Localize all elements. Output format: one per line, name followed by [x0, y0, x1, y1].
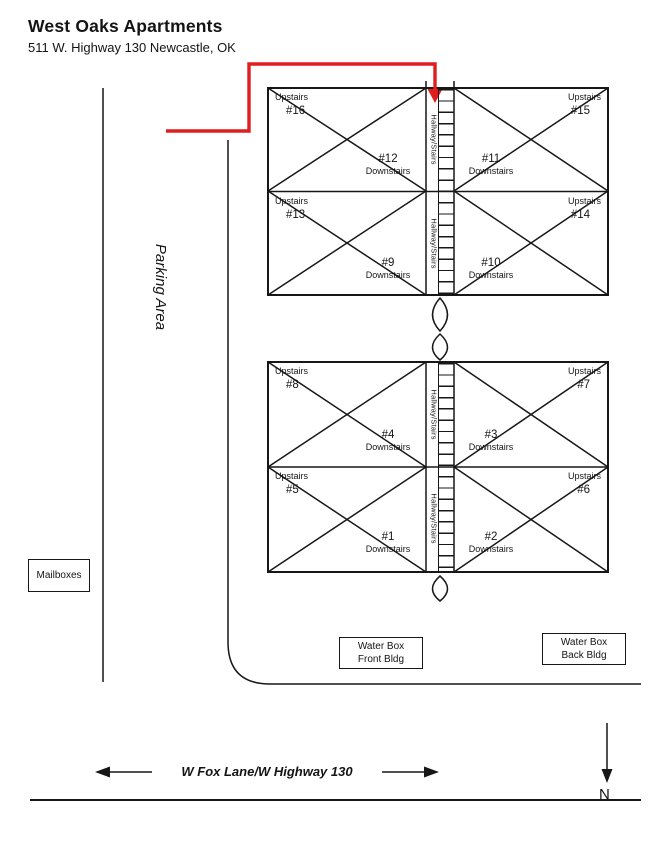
- unit-12-downstairs-word: Downstairs: [365, 166, 411, 177]
- north-arrow: [601, 723, 613, 783]
- unit-1-number: #1: [381, 531, 395, 543]
- unit-13-label: Upstairs #13: [275, 196, 337, 223]
- stairs-front-building: [438, 363, 454, 571]
- entrance-route: [166, 62, 437, 133]
- unit-3-downstairs-word: Downstairs: [468, 442, 514, 453]
- unit-8-upstairs-word: Upstairs: [275, 366, 309, 376]
- unit-13-upstairs-word: Upstairs: [275, 196, 309, 206]
- water-box-front-line2: Front Bldg: [357, 654, 405, 665]
- unit-14-label: Upstairs #14: [541, 196, 601, 223]
- unit-5-label: Upstairs #5: [275, 471, 337, 498]
- unit-5-upstairs-word: Upstairs: [275, 471, 309, 481]
- unit-1-downstairs-word: Downstairs: [365, 544, 411, 555]
- unit-15-label: Upstairs #15: [541, 92, 601, 119]
- parking-area-label: Parking Area: [152, 243, 169, 331]
- unit-8-number: #8: [286, 378, 299, 391]
- back-building-diagonals: [267, 87, 609, 296]
- unit-11-number: #11: [481, 153, 501, 165]
- road-arrow-left: [95, 766, 152, 778]
- unit-16-label: Upstairs #16: [275, 92, 337, 119]
- breezeway-arcs: [431, 296, 449, 602]
- unit-16-number: #16: [286, 104, 306, 117]
- unit-2-number: #2: [484, 531, 498, 543]
- north-label: N: [599, 786, 610, 803]
- road-label: W Fox Lane/W Highway 130: [181, 764, 353, 779]
- unit-14-upstairs-word: Upstairs: [567, 196, 601, 206]
- hallway-stairs-label-front-top: Hallway/Stairs: [429, 388, 439, 440]
- road-arrow-right: [382, 766, 439, 778]
- back-hallway-walls: [425, 81, 455, 295]
- unit-4-label: #4 Downstairs: [352, 428, 424, 454]
- unit-10-number: #10: [481, 257, 501, 269]
- unit-8-label: Upstairs #8: [275, 366, 337, 393]
- mailboxes-box: Mailboxes: [28, 559, 90, 592]
- unit-5-number: #5: [286, 483, 299, 496]
- unit-7-number: #7: [577, 378, 590, 391]
- unit-1-label: #1 Downstairs: [352, 530, 424, 556]
- unit-16-upstairs-word: Upstairs: [275, 92, 309, 102]
- unit-9-label: #9 Downstairs: [352, 256, 424, 282]
- hallway-stairs-label-front-bottom: Hallway/Stairs: [429, 492, 439, 544]
- water-box-front: Water Box Front Bldg: [339, 637, 423, 669]
- unit-7-label: Upstairs #7: [541, 366, 601, 393]
- front-building-diagonals: [267, 361, 609, 573]
- unit-10-label: #10 Downstairs: [455, 256, 527, 282]
- unit-12-number: #12: [378, 153, 398, 165]
- page-address: 511 W. Highway 130 Newcastle, OK: [28, 40, 236, 55]
- unit-9-downstairs-word: Downstairs: [365, 270, 411, 281]
- front-hallway-walls: [425, 362, 455, 572]
- unit-11-label: #11 Downstairs: [455, 152, 527, 178]
- unit-13-number: #13: [286, 208, 306, 221]
- water-box-back-line1: Water Box: [560, 637, 608, 648]
- stairs-back-building: [438, 89, 454, 294]
- unit-11-downstairs-word: Downstairs: [468, 166, 514, 177]
- unit-15-upstairs-word: Upstairs: [567, 92, 601, 102]
- mailboxes-label: Mailboxes: [36, 570, 82, 581]
- unit-14-number: #14: [570, 208, 590, 221]
- water-box-front-line1: Water Box: [357, 641, 405, 652]
- unit-3-label: #3 Downstairs: [455, 428, 527, 454]
- unit-15-number: #15: [570, 104, 590, 117]
- unit-6-upstairs-word: Upstairs: [567, 471, 601, 481]
- unit-4-downstairs-word: Downstairs: [365, 442, 411, 453]
- driveway-curb-line: [227, 140, 641, 685]
- unit-3-number: #3: [484, 429, 498, 441]
- unit-4-number: #4: [381, 429, 395, 441]
- unit-2-label: #2 Downstairs: [455, 530, 527, 556]
- unit-6-label: Upstairs #6: [541, 471, 601, 498]
- unit-6-number: #6: [577, 483, 590, 496]
- water-box-back: Water Box Back Bldg: [542, 633, 626, 665]
- unit-2-downstairs-word: Downstairs: [468, 544, 514, 555]
- hallway-stairs-label-back-top: Hallway/Stairs: [429, 113, 439, 165]
- unit-9-number: #9: [381, 257, 395, 269]
- page-title: West Oaks Apartments: [28, 16, 223, 36]
- unit-10-downstairs-word: Downstairs: [468, 270, 514, 281]
- hallway-stairs-label-back-bottom: Hallway/Stairs: [429, 217, 439, 269]
- unit-7-upstairs-word: Upstairs: [567, 366, 601, 376]
- water-box-back-line2: Back Bldg: [561, 650, 607, 661]
- unit-12-label: #12 Downstairs: [352, 152, 424, 178]
